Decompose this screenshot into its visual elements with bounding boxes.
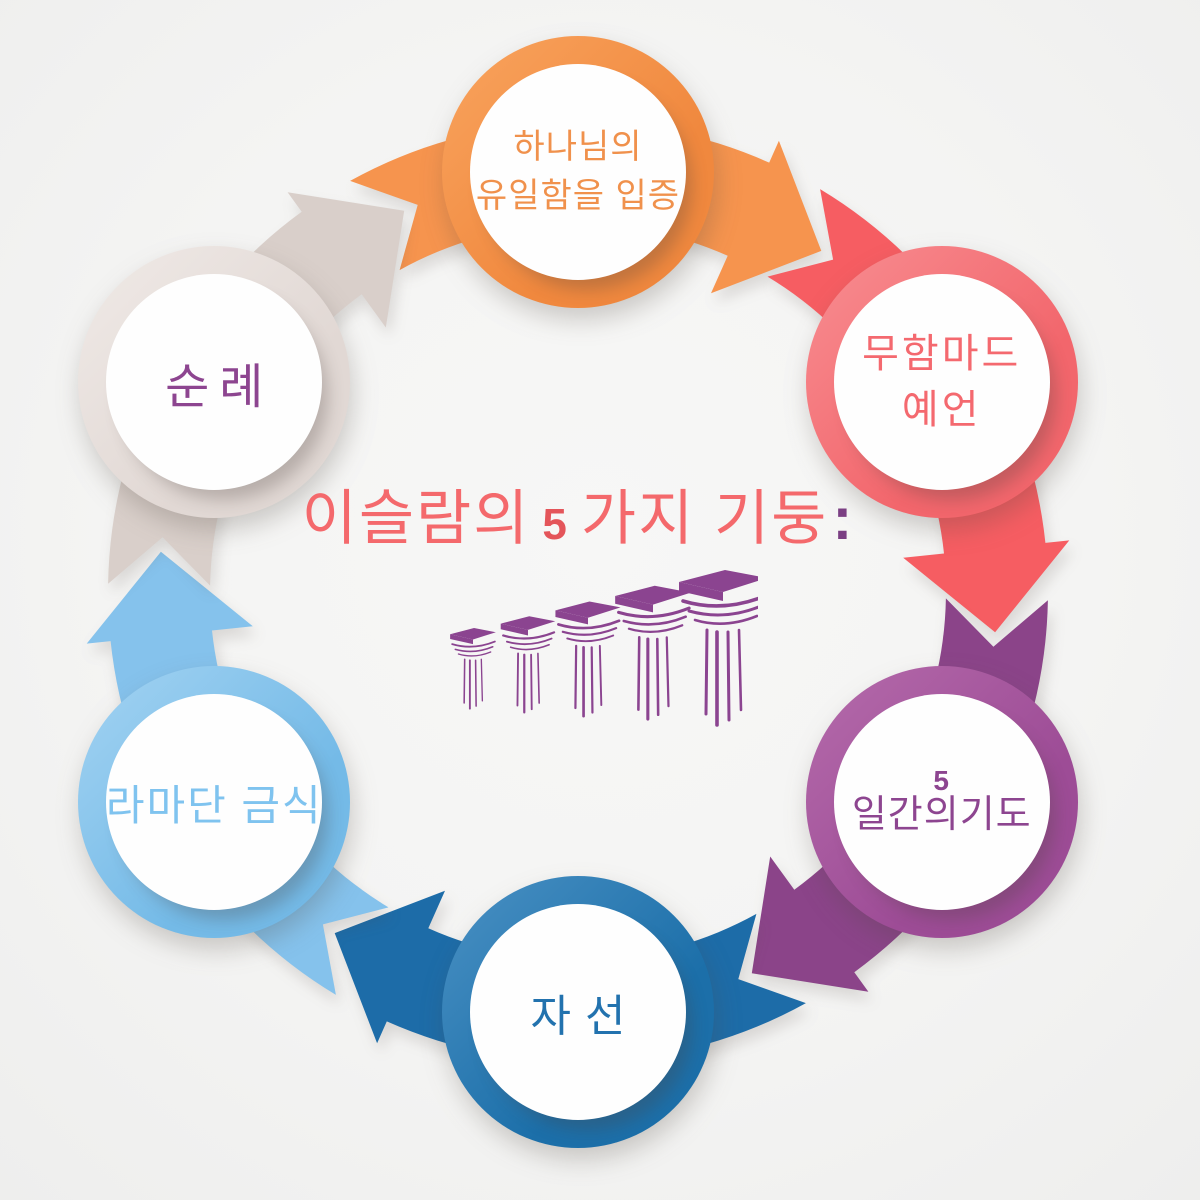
- pillar-4: [613, 584, 693, 721]
- muhammad-prophecy-label-line-1: 무함마드: [862, 332, 1022, 376]
- five-daily-prayers-label-line-1: 5: [933, 765, 950, 797]
- pilgrimage-label-line-1: 순례: [165, 361, 274, 414]
- five-daily-prayers-label-line-2: 일간의기도: [851, 794, 1032, 837]
- pilgrimage-label: 순례: [155, 347, 273, 417]
- title-suffix: 가지 기둥: [580, 485, 829, 552]
- pilgrimage-circle: 순례: [78, 246, 351, 518]
- ramadan-fasting-label-line-1: 라마단 금식: [105, 781, 323, 829]
- pillars-icon: [449, 568, 758, 727]
- oneness-of-god-label-line-1: 하나님의: [513, 127, 643, 166]
- title-prefix: 이슬람의: [301, 485, 531, 552]
- pillar-5: [677, 568, 758, 727]
- charity-label: 자선: [517, 980, 640, 1044]
- pilgrimage-circle-inner: 순례: [106, 274, 323, 490]
- title-number: 5: [542, 500, 569, 549]
- ramadan-fasting-circle: 라마단 금식: [78, 666, 351, 938]
- pillar-1: [449, 627, 497, 710]
- pillar-2: [499, 615, 557, 714]
- charity-circle-inner: 자선: [470, 904, 686, 1120]
- ramadan-fasting-label: 라마단 금식: [106, 772, 323, 833]
- oneness-of-god-label-line-2: 유일함을 입증: [475, 177, 681, 215]
- ramadan-fasting-circle-inner: 라마단 금식: [106, 694, 323, 910]
- title-colon: :: [832, 485, 855, 552]
- charity-label-line-1: 자선: [530, 992, 640, 1041]
- pillar-3: [554, 600, 622, 718]
- muhammad-prophecy-label-line-2: 예언: [901, 388, 982, 432]
- charity-circle: 자선: [442, 876, 714, 1148]
